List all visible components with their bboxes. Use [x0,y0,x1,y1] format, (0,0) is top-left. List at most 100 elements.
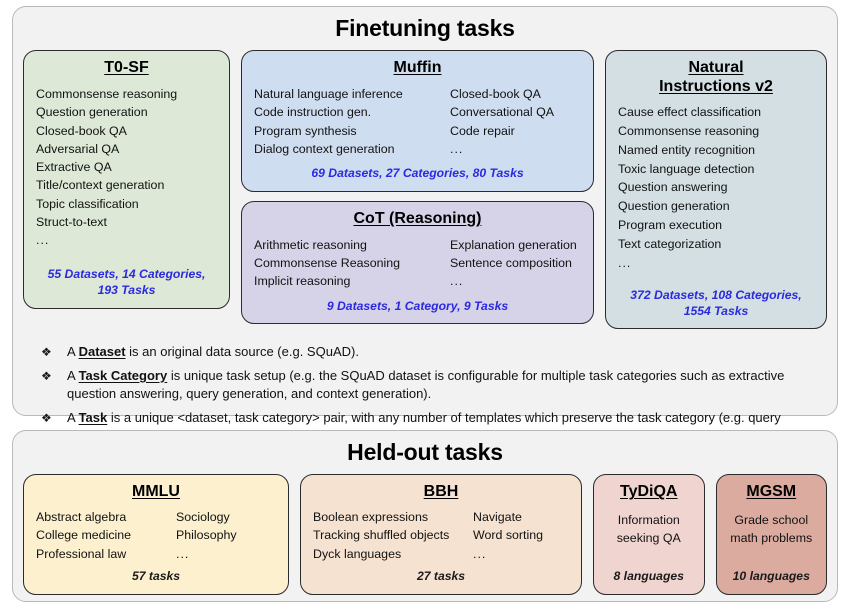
card-mmlu-title: MMLU [132,483,180,501]
list-item: Closed-book QA [450,87,541,102]
card-mmlu-stat: 57 tasks [131,568,181,583]
card-t0sf-item-list: Commonsense reasoning Question generatio… [36,85,217,249]
card-muffin-title: Muffin [393,59,442,77]
card-cot-stat: 9 Datasets, 1 Category, 9 Tasks [326,298,509,313]
definition-term: Task [78,409,108,425]
definition-term: Task Category [78,367,168,383]
list-item-ellipsis: ... [36,233,50,248]
card-muffin-item-list-left: Natural language inference Code instruct… [254,85,450,158]
list-item: Program execution [618,218,722,233]
definition-item-dataset: ❖ A Dataset is an original data source (… [41,343,821,361]
card-tydiqa-desc-line1: Information [617,513,680,528]
card-cot-item-list-right: Explanation generation Sentence composit… [450,236,577,291]
definition-prefix: A [67,409,79,425]
list-item: Code instruction gen. [254,105,372,120]
held-out-panel-title: Held-out tasks [347,439,503,465]
card-natural-instructions-v2-item-list: Cause effect classification Commonsense … [618,103,814,273]
card-bbh[interactable]: BBH Boolean expressions Tracking shuffle… [300,474,582,595]
list-item: Title/context generation [36,178,165,193]
finetuning-tasks-panel: Finetuning tasks T0-SF Commonsense reaso… [12,6,838,443]
card-muffin-stat: 69 Datasets, 27 Categories, 80 Tasks [311,166,524,181]
held-out-cards-row: MMLU Abstract algebra College medicine P… [23,474,827,595]
card-tydiqa-desc-line2: seeking QA [616,530,681,545]
card-mgsm[interactable]: MGSM Grade school math problems 10 langu… [715,474,827,595]
diamond-bullet-icon: ❖ [41,345,52,360]
list-item: Professional law [36,546,127,561]
list-item: College medicine [36,528,132,543]
list-item: Text categorization [618,236,722,251]
definition-prefix: A [67,367,79,383]
card-muffin[interactable]: Muffin Natural language inference Code i… [241,50,594,192]
definition-item-task-category: ❖ A Task Category is unique task setup (… [41,367,821,404]
card-natural-instructions-v2-title: Natural Instructions v2 [618,59,814,97]
card-bbh-stat: 27 tasks [416,568,466,583]
definition-term: Dataset [78,344,126,360]
list-item: Dyck languages [313,546,402,561]
list-item: Arithmetic reasoning [254,237,367,252]
list-item-ellipsis: ... [450,141,464,156]
diamond-bullet-icon: ❖ [41,368,52,383]
list-item-ellipsis: ... [618,255,632,270]
held-out-tasks-panel: Held-out tasks MMLU Abstract algebra Col… [12,430,838,602]
list-item: Explanation generation [450,237,577,252]
list-item: Sentence composition [450,256,572,271]
card-mmlu[interactable]: MMLU Abstract algebra College medicine P… [23,474,289,595]
list-item: Topic classification [36,196,139,211]
list-item: Commonsense reasoning [36,87,178,102]
card-tydiqa[interactable]: TyDiQA Information seeking QA 8 language… [593,474,705,595]
card-muffin-item-list-right: Closed-book QA Conversational QA Code re… [450,85,554,158]
list-item: Philosophy [176,528,237,543]
card-cot-item-list-left: Arithmetic reasoning Commonsense Reasoni… [254,236,450,291]
definition-text-task-category: A Task Category is unique task setup (e.… [67,367,821,404]
card-tydiqa-stat: 8 languages [613,568,684,583]
definition-text-dataset: A Dataset is an original data source (e.… [67,343,821,361]
list-item: Boolean expressions [313,510,429,525]
card-t0sf-title: T0-SF [104,59,149,77]
list-item: Sociology [176,510,230,525]
list-item: Question generation [36,105,148,120]
card-t0sf[interactable]: T0-SF Commonsense reasoning Question gen… [23,50,230,309]
list-item: Commonsense Reasoning [254,256,401,271]
card-cot-title: CoT (Reasoning) [353,209,482,227]
definition-prefix: A [67,344,79,360]
card-nat-title-line2: Instructions v2 [659,78,773,96]
finetuning-cards-row: T0-SF Commonsense reasoning Question gen… [23,50,827,330]
list-item: Named entity recognition [618,142,756,157]
list-item: Dialog context generation [254,141,395,156]
list-item: Commonsense reasoning [618,123,760,138]
list-item: Adversarial QA [36,141,120,156]
card-t0sf-stat: 55 Datasets, 14 Categories, 193 Tasks [47,267,206,298]
card-bbh-item-list-left: Boolean expressions Tracking shuffled ob… [313,508,473,563]
card-tydiqa-title: TyDiQA [620,483,678,501]
list-item: Struct-to-text [36,214,107,229]
list-item: Extractive QA [36,160,112,175]
list-item: Navigate [473,510,522,525]
definition-suffix: is unique task setup (e.g. the SQuAD dat… [67,367,785,402]
list-item: Word sorting [473,528,544,543]
list-item: Implicit reasoning [254,274,351,289]
card-mgsm-title: MGSM [746,483,797,501]
card-mgsm-desc-line1: Grade school [734,513,809,528]
card-mmlu-item-list-right: Sociology Philosophy ... [176,508,237,563]
list-item: Abstract algebra [36,510,127,525]
list-item-ellipsis: ... [473,546,487,561]
card-mgsm-desc-line2: math problems [730,530,813,545]
card-mmlu-item-list-left: Abstract algebra College medicine Profes… [36,508,176,563]
card-mgsm-description: Grade school math problems [729,512,815,547]
card-bbh-title: BBH [423,483,459,501]
list-item: Closed-book QA [36,123,127,138]
card-cot[interactable]: CoT (Reasoning) Arithmetic reasoning Com… [241,200,594,325]
card-bbh-item-list-right: Navigate Word sorting ... [473,508,543,563]
card-nat-title-line1: Natural [688,59,744,77]
list-item: Toxic language detection [618,161,755,176]
list-item: Question generation [618,199,730,214]
card-tydiqa-description: Information seeking QA [606,512,692,547]
card-natural-instructions-v2-stat: 372 Datasets, 108 Categories, 1554 Tasks [630,287,802,318]
card-muffin-columns: Natural language inference Code instruct… [254,85,581,158]
list-item: Natural language inference [254,87,403,102]
card-cot-columns: Arithmetic reasoning Commonsense Reasoni… [254,236,581,291]
card-mmlu-columns: Abstract algebra College medicine Profes… [36,508,276,563]
list-item-ellipsis: ... [176,546,190,561]
card-natural-instructions-v2[interactable]: Natural Instructions v2 Cause effect cla… [605,50,827,330]
